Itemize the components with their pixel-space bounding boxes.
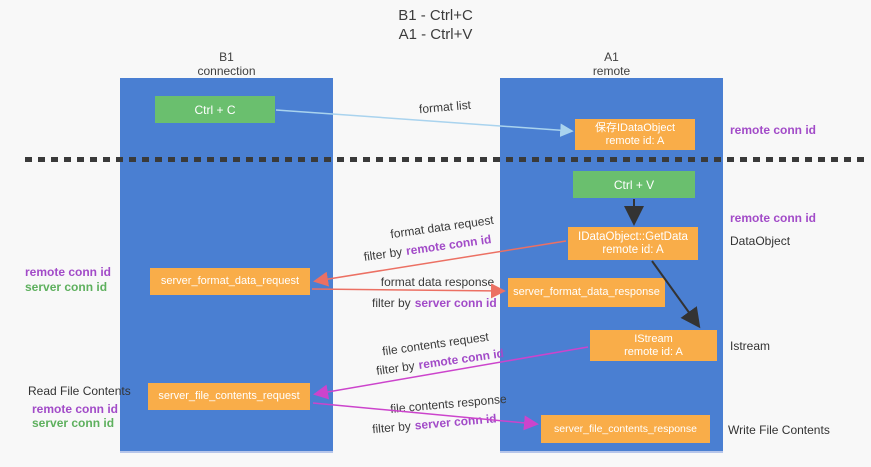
node-server-file-contents-response: server_file_contents_response bbox=[541, 415, 710, 443]
page-title: B1 - Ctrl+C A1 - Ctrl+V bbox=[0, 6, 871, 44]
filter-by-text-3: filter by bbox=[375, 358, 416, 378]
arrow-format-data-response bbox=[311, 283, 506, 299]
node-istream-line1: IStream bbox=[634, 332, 673, 345]
lane-b1-subtitle: connection bbox=[197, 64, 256, 78]
annotation-istream: Istream bbox=[730, 339, 771, 353]
annotation-left-server-conn-id-mid: server conn id bbox=[25, 280, 108, 294]
node-save-idataobject-line1: 保存IDataObject bbox=[594, 121, 676, 134]
node-save-idataobject-line2: remote id: A bbox=[605, 134, 665, 147]
node-ctrl-v-label: Ctrl + V bbox=[613, 177, 655, 192]
annotation-remote-conn-id-top: remote conn id bbox=[730, 123, 817, 137]
annotation-left-remote-conn-id-mid: remote conn id bbox=[25, 265, 112, 279]
node-file-request-label: server_file_contents_request bbox=[158, 390, 300, 402]
dashed-divider bbox=[25, 157, 865, 162]
filter-server-conn-id-2: server conn id bbox=[414, 411, 498, 433]
lane-header-a1: A1 remote bbox=[500, 50, 723, 78]
annotation-remote-conn-id-mid: remote conn id bbox=[730, 211, 817, 225]
title-line-1: B1 - Ctrl+C bbox=[398, 7, 473, 24]
annotation-left-remote-conn-id-bottom: remote conn id bbox=[32, 402, 119, 416]
lane-b1-title: B1 bbox=[219, 50, 234, 64]
node-istream: IStream remote id: A bbox=[590, 330, 717, 361]
annotation-left-server-conn-id-bottom: server conn id bbox=[32, 416, 115, 430]
lane-a1-subtitle: remote bbox=[592, 64, 631, 78]
node-format-response-label: server_format_data_response bbox=[513, 286, 660, 298]
node-ctrl-c-label: Ctrl + C bbox=[194, 102, 236, 117]
filter-server-conn-id-1: server conn id bbox=[414, 296, 497, 310]
edge-label-format-list: format list bbox=[418, 97, 472, 117]
filter-by-text-2: filter by bbox=[372, 296, 411, 310]
node-server-file-contents-request: server_file_contents_request bbox=[148, 383, 310, 410]
node-server-format-data-response: server_format_data_response bbox=[508, 278, 665, 307]
node-istream-line2: remote id: A bbox=[624, 345, 683, 358]
annotation-dataobject: DataObject bbox=[730, 234, 791, 248]
node-file-response-label: server_file_contents_response bbox=[553, 422, 697, 435]
node-getdata-line2: remote id: A bbox=[602, 243, 664, 256]
title-line-2: A1 - Ctrl+V bbox=[398, 26, 473, 43]
edge-label-format-data-response: format data response bbox=[380, 275, 495, 289]
filter-by-text-4: filter by bbox=[371, 418, 412, 437]
annotation-write-file-contents: Write File Contents bbox=[728, 423, 830, 437]
node-getdata-line1: IDataObject::GetData bbox=[578, 230, 688, 243]
filter-by-text-1: filter by bbox=[362, 244, 404, 264]
node-save-idataobject: 保存IDataObject remote id: A bbox=[575, 119, 695, 150]
node-ctrl-v: Ctrl + V bbox=[573, 171, 695, 198]
node-format-request-label: server_format_data_request bbox=[160, 275, 300, 287]
annotation-read-file-contents: Read File Contents bbox=[28, 384, 131, 398]
lane-header-b1: B1 connection bbox=[120, 50, 333, 78]
node-ctrl-c: Ctrl + C bbox=[155, 96, 275, 123]
node-server-format-data-request: server_format_data_request bbox=[150, 268, 310, 295]
node-idataobject-getdata: IDataObject::GetData remote id: A bbox=[568, 227, 698, 260]
lane-a1-title: A1 bbox=[604, 50, 619, 64]
